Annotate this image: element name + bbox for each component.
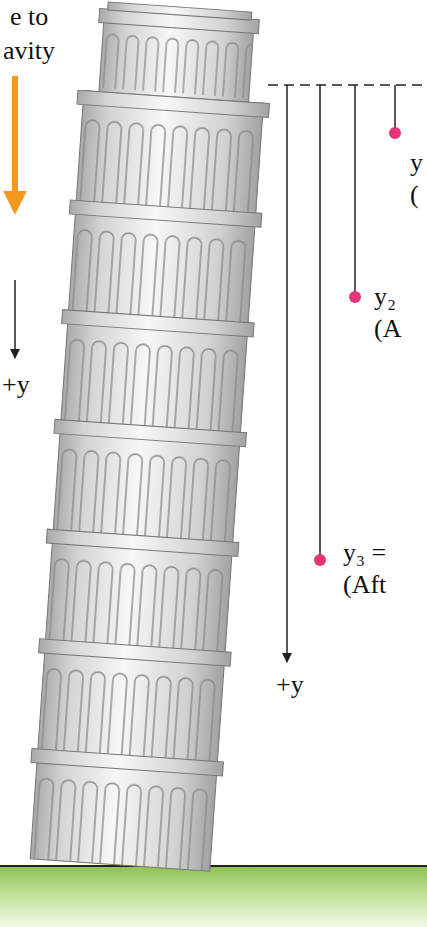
position-label: y₂: [374, 284, 396, 310]
position-label: y: [410, 150, 423, 176]
position-note: (A: [374, 316, 401, 342]
axis-label: e to: [10, 4, 48, 30]
position-dot: [314, 554, 326, 566]
ground-line: [0, 865, 427, 867]
axis-label: +y: [276, 672, 304, 698]
axis-label: +y: [2, 372, 30, 398]
reference-line: [268, 84, 427, 86]
gravity-arrow: [12, 76, 18, 210]
position-note: (: [410, 182, 419, 208]
position-note: (Aft: [343, 572, 386, 598]
grass: [0, 866, 427, 927]
axis-arrow: [286, 85, 288, 662]
position-dot: [389, 127, 401, 139]
position-label: y₃ =: [343, 540, 386, 566]
distance-line: [354, 85, 356, 297]
axis-arrow: [14, 280, 16, 358]
position-dot: [349, 291, 361, 303]
distance-line: [394, 85, 396, 133]
axis-label: avity: [3, 38, 55, 64]
distance-line: [319, 85, 321, 560]
tower: [24, 0, 276, 871]
